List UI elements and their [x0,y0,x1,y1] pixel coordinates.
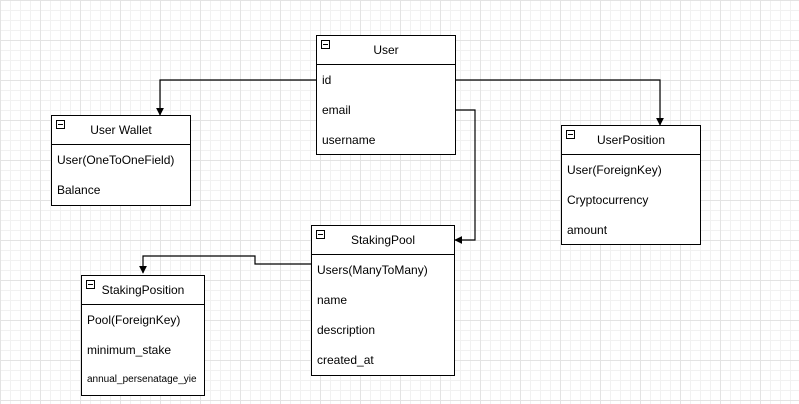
user-entity-header[interactable]: User [317,36,455,65]
user-position-field-amount[interactable]: amount [567,223,608,237]
staking-position-entity-title: StakingPosition [101,283,185,297]
collapse-icon[interactable] [321,40,330,49]
staking-position-field-annual-yield[interactable]: annual_persenatage_yie [87,374,197,385]
user-position-entity[interactable]: UserPosition User(ForeignKey) Cryptocurr… [561,125,701,245]
user-to-user-position-connector [455,79,664,126]
user-position-field-cryptocurrency[interactable]: Cryptocurrency [567,193,649,207]
staking-pool-field-users[interactable]: Users(ManyToMany) [317,263,428,277]
user-wallet-field-balance[interactable]: Balance [57,183,101,197]
collapse-icon[interactable] [56,120,65,129]
user-wallet-entity-header[interactable]: User Wallet [52,116,190,145]
staking-pool-field-created-at[interactable]: created_at [317,353,374,367]
user-position-entity-header[interactable]: UserPosition [562,126,700,155]
staking-pool-entity-title: StakingPool [350,233,416,247]
user-wallet-entity[interactable]: User Wallet User(OneToOneField) Balance [51,115,191,206]
staking-pool-field-name[interactable]: name [317,293,348,307]
user-position-field-user[interactable]: User(ForeignKey) [567,163,662,177]
user-field-id[interactable]: id [322,73,332,87]
user-field-username[interactable]: username [322,133,376,147]
staking-position-field-pool[interactable]: Pool(ForeignKey) [87,313,181,327]
staking-position-entity-header[interactable]: StakingPosition [82,276,204,305]
collapse-icon[interactable] [566,130,575,139]
staking-position-field-minimum-stake[interactable]: minimum_stake [87,343,172,357]
user-to-staking-pool-connector [454,109,476,244]
user-entity[interactable]: User id email username [316,35,456,155]
staking-pool-to-staking-position-connector [139,255,311,274]
staking-pool-entity-header[interactable]: StakingPool [312,226,454,255]
staking-position-entity[interactable]: StakingPosition Pool(ForeignKey) minimum… [81,275,205,396]
collapse-icon[interactable] [86,280,95,289]
user-wallet-field-user[interactable]: User(OneToOneField) [57,153,175,167]
user-field-email[interactable]: email [322,103,351,117]
user-position-entity-title: UserPosition [596,133,666,147]
user-entity-title: User [373,43,399,57]
staking-pool-field-description[interactable]: description [317,323,376,337]
staking-pool-entity[interactable]: StakingPool Users(ManyToMany) name descr… [311,225,455,376]
user-wallet-entity-title: User Wallet [90,123,152,137]
user-to-user-wallet-connector [156,79,316,116]
collapse-icon[interactable] [316,230,325,239]
